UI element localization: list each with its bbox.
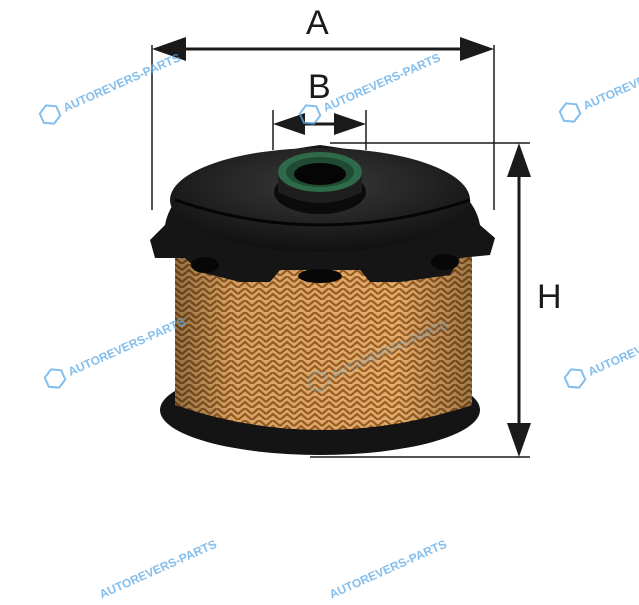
- watermark: AUTOREVERS-PARTS: [41, 311, 190, 393]
- watermark-logo-icon: [306, 371, 330, 392]
- watermark: AUTOREVERS-PARTS: [561, 311, 639, 393]
- watermark: AUTOREVERS-PARTS: [296, 47, 445, 129]
- filter-media: [175, 255, 472, 430]
- dimension-a-label: A: [306, 4, 329, 42]
- outlet-seal: [274, 152, 366, 214]
- watermark-logo-icon: [298, 104, 322, 125]
- dimension-h-label: H: [537, 278, 562, 316]
- watermark-logo-icon: [563, 368, 587, 389]
- dimension-a: [151, 37, 495, 210]
- dimension-h: [310, 142, 531, 458]
- watermark-logo-icon: [43, 368, 67, 389]
- watermark: AUTOREVERS-PARTS: [36, 47, 185, 129]
- watermark: AUTOREVERS-PARTS: [304, 314, 453, 396]
- watermark-logo-icon: [558, 102, 582, 123]
- dimension-b-label: B: [308, 68, 331, 106]
- watermark-logo-icon: [38, 104, 62, 125]
- watermark: AUTOREVERS-PARTS: [556, 45, 639, 127]
